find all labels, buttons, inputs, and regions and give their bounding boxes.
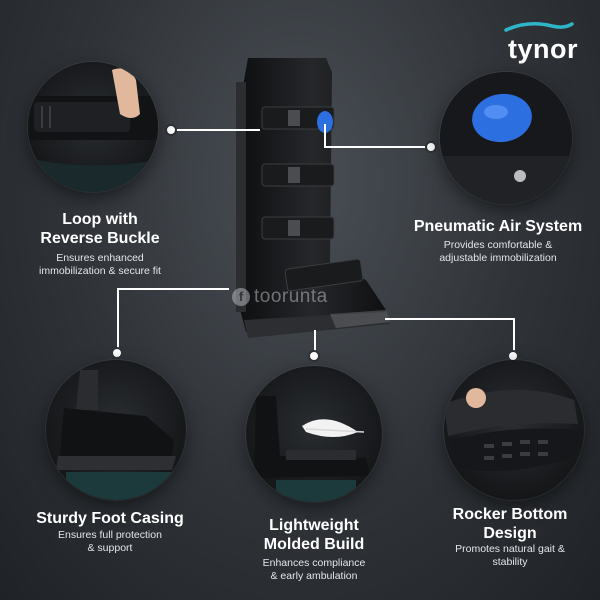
air-system-photo [440, 72, 572, 204]
feature-title-loop-buckle: Loop with Reverse Buckle [40, 211, 160, 247]
feature-desc-molded-build: Enhances compliance & early ambulation [262, 557, 366, 582]
foot-casing-photo [46, 360, 186, 500]
connector-line [175, 129, 260, 131]
rocker-bottom-photo [444, 360, 584, 500]
feature-desc-air-system: Provides comfortable & adjustable immobi… [439, 239, 557, 264]
loop-buckle-photo [28, 62, 158, 192]
watermark: f toorunta [232, 286, 328, 308]
brand-name: tynor [508, 34, 578, 64]
feature-desc-loop-buckle: Ensures enhanced immobilization & secure… [39, 252, 161, 277]
connector-dot [111, 347, 123, 359]
brand-logo: tynor [498, 18, 578, 66]
connector-line [513, 318, 515, 354]
connector-line [385, 318, 513, 320]
walker-boot-image [236, 58, 390, 338]
connector-dot [308, 350, 320, 362]
connector-dot [425, 141, 437, 153]
feature-desc-rocker-bottom: Promotes natural gait & stability [455, 543, 565, 568]
feature-title-molded-build: Lightweight Molded Build [263, 517, 365, 553]
watermark-letter: f [232, 288, 250, 306]
feature-title-foot-casing: Sturdy Foot Casing [36, 510, 184, 527]
connector-line [117, 288, 119, 354]
wave-icon [504, 22, 574, 32]
watermark-text: toorunta [254, 286, 328, 307]
feature-title-air-system: Pneumatic Air System [413, 218, 583, 235]
connector-line [314, 330, 316, 356]
connector-line [325, 146, 433, 148]
molded-build-photo [246, 366, 382, 502]
connector-line [324, 124, 326, 148]
connector-line [117, 288, 229, 290]
connector-dot [165, 124, 177, 136]
feature-desc-foot-casing: Ensures full protection & support [58, 529, 162, 554]
feature-title-rocker-bottom: Rocker Bottom Design [452, 506, 568, 542]
